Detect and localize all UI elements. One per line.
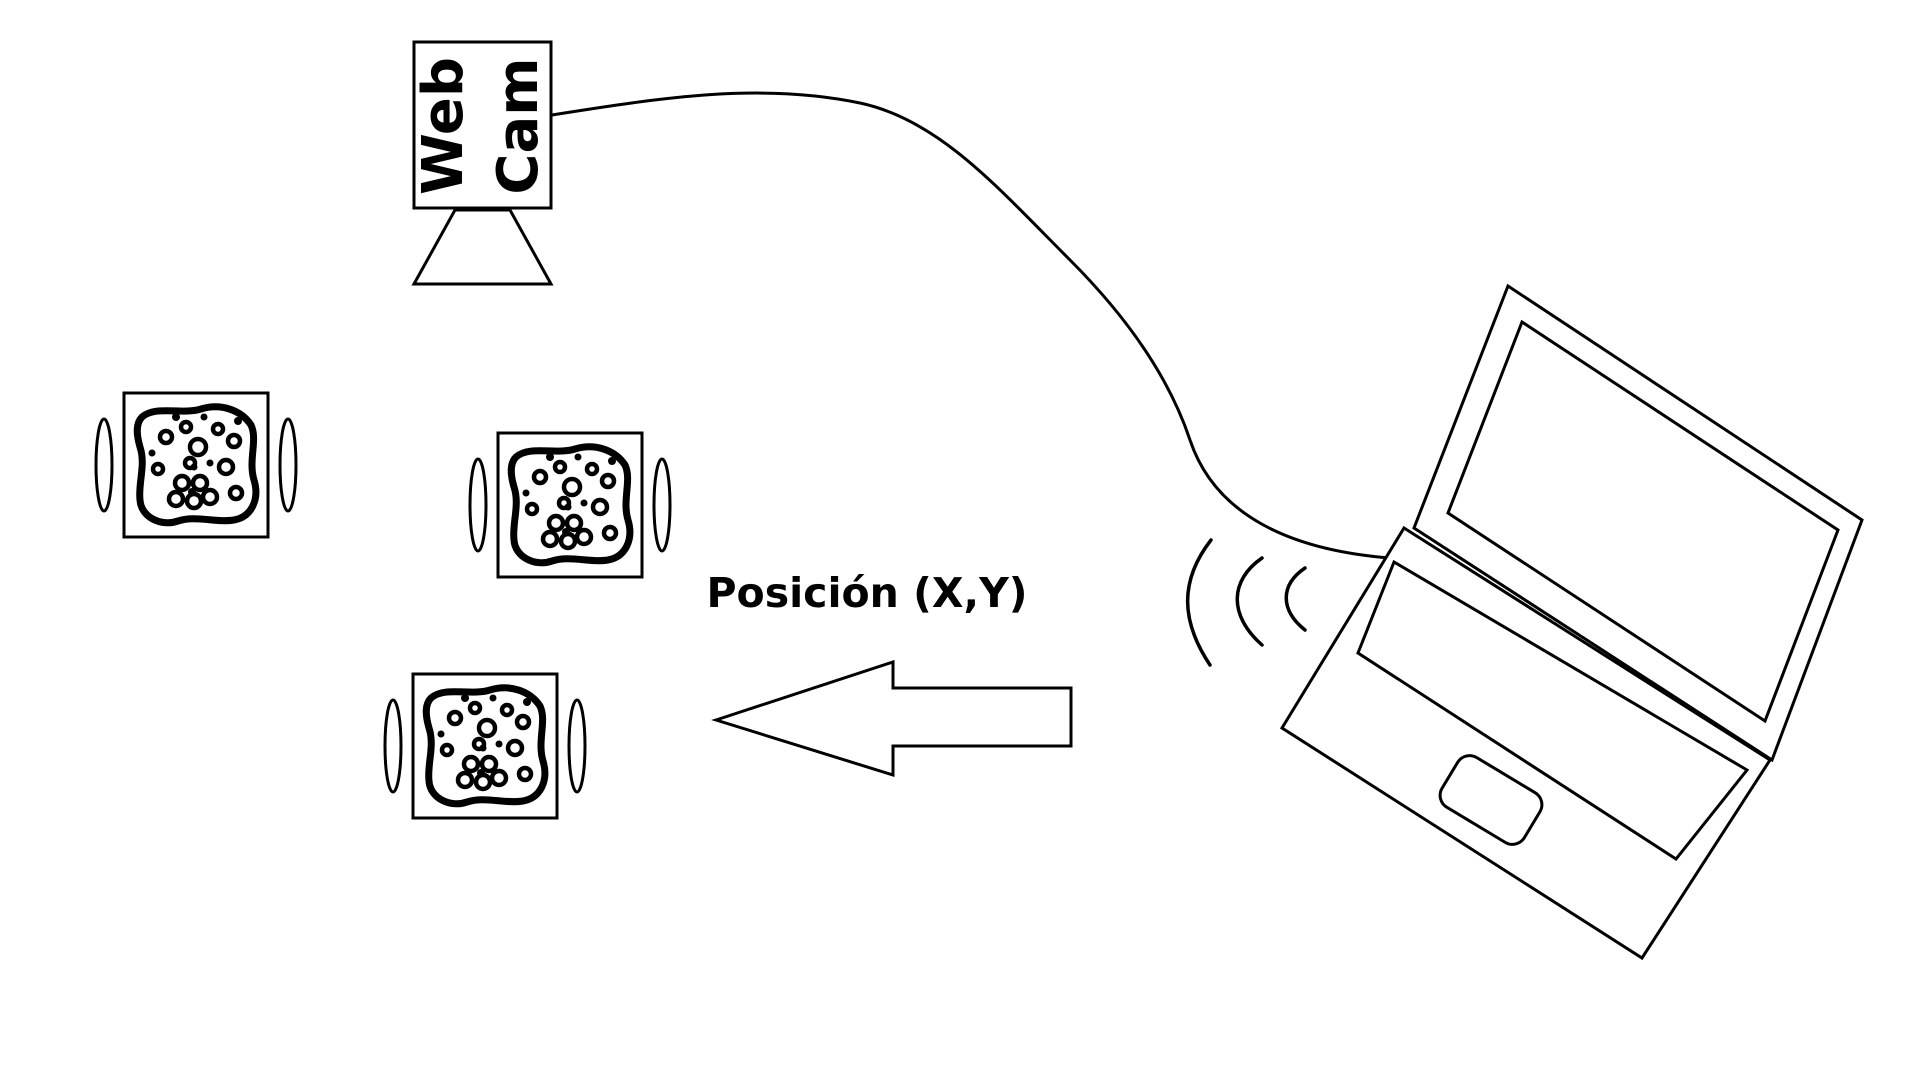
usb-cable: [551, 91, 1391, 560]
webcam-label-cam: Cam: [486, 57, 551, 194]
robot-icon: [470, 433, 670, 577]
webcam-icon: Web Cam: [411, 40, 554, 286]
robot-icon: [96, 393, 296, 537]
position-label: Posición (X,Y): [706, 569, 1027, 617]
laptop-icon: [1279, 283, 1864, 961]
robot-icon: [385, 674, 585, 818]
wireless-signal-icon: [1185, 538, 1307, 667]
webcam-label-web: Web: [411, 57, 476, 195]
arrow-left-icon: [711, 659, 1073, 778]
